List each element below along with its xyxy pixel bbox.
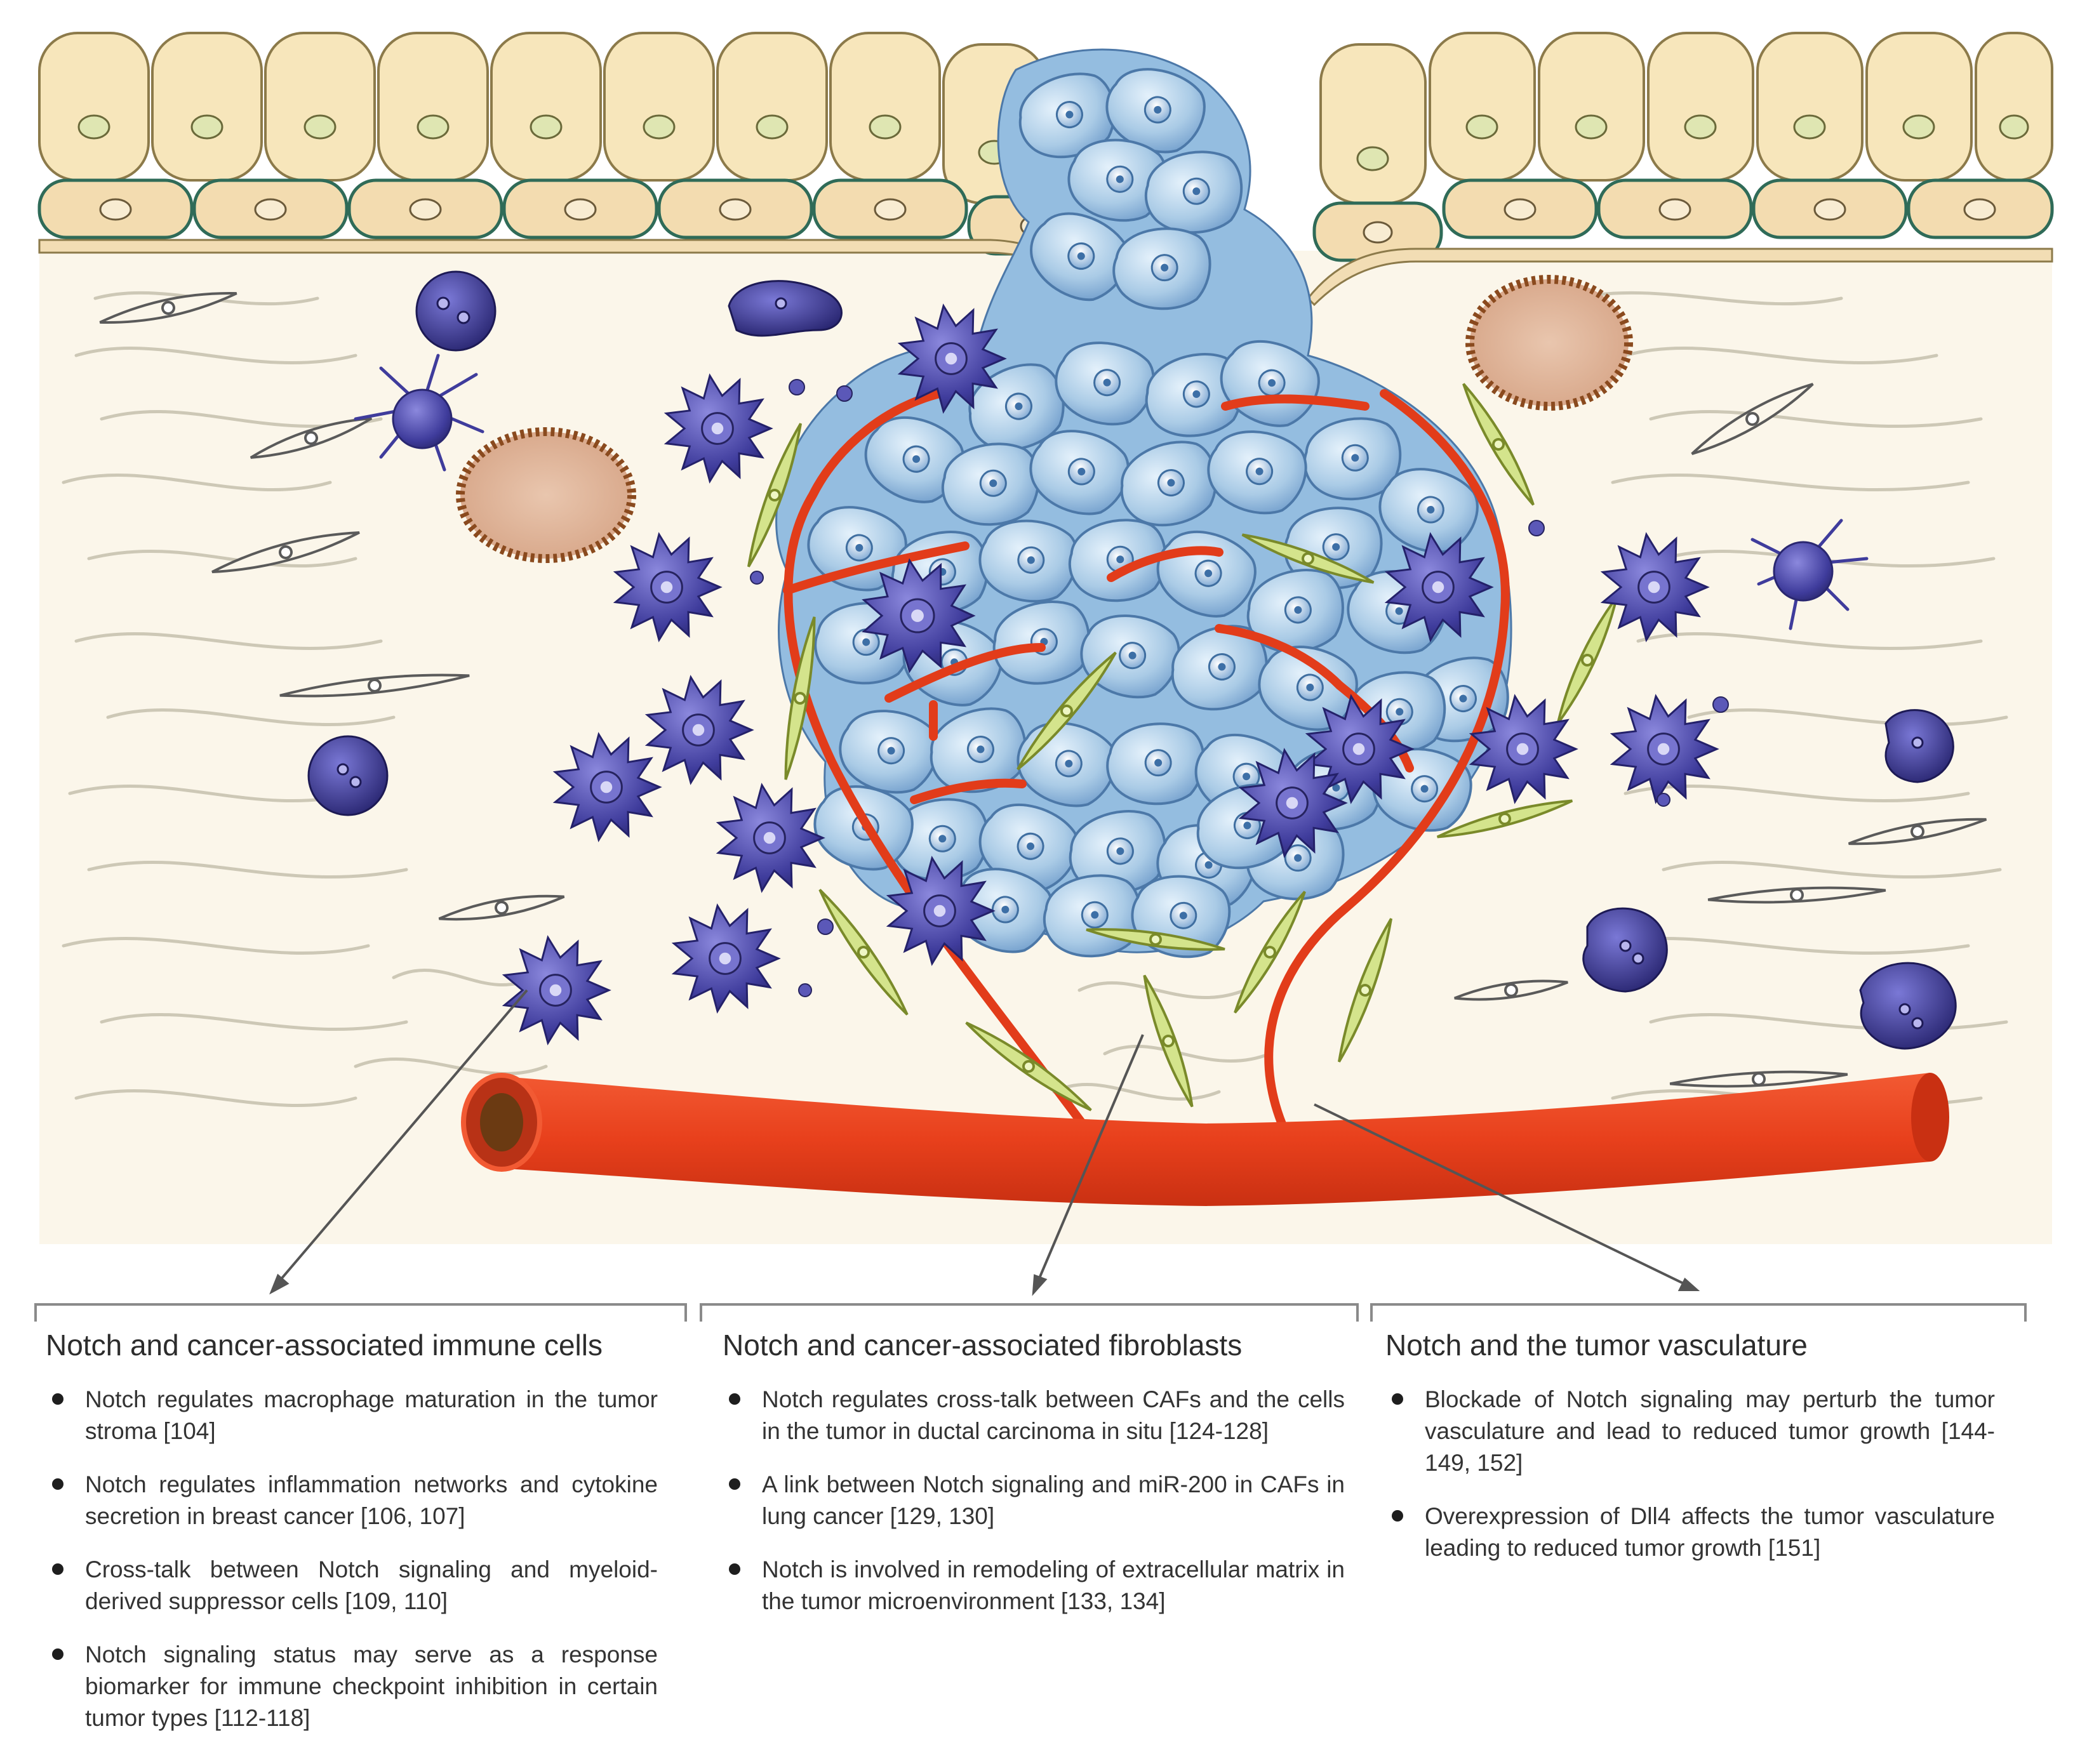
- section-brackets: [34, 1303, 2027, 1322]
- bullet-icon: [52, 1563, 63, 1575]
- panel-title: Notch and cancer-associated fibroblasts: [723, 1329, 1243, 1362]
- panel-vasculature: Notch and the tumor vasculature Blockade…: [1385, 1327, 1995, 1586]
- tumor-cell: [1080, 614, 1180, 699]
- immune-cell: [862, 558, 976, 673]
- blood-vessel: [461, 1073, 1949, 1206]
- list-item: Overexpression of Dll4 affects the tumor…: [1385, 1501, 1995, 1564]
- tumor-cell: [1207, 430, 1307, 515]
- bullet-icon: [729, 1393, 740, 1405]
- tumor-cell: [1144, 150, 1243, 234]
- duct-cross-section-left: [456, 427, 636, 563]
- immune-cell: [1600, 532, 1710, 642]
- secreted-particles: [750, 379, 1729, 997]
- tumor-cells: [807, 68, 1509, 958]
- tumor-cell: [978, 519, 1079, 603]
- immune-cell: [716, 783, 825, 893]
- tumor-cell: [1030, 212, 1130, 302]
- immune-cell: [1610, 694, 1719, 804]
- immune-cell: [644, 675, 754, 785]
- bullet-icon: [1392, 1510, 1403, 1522]
- bullet-list: Notch regulates cross-talk between CAFs …: [723, 1384, 1345, 1617]
- tumor-cell: [839, 710, 939, 794]
- bullet-icon: [729, 1478, 740, 1490]
- bullet-list: Notch regulates macrophage maturation in…: [46, 1384, 658, 1734]
- tumor-cell: [1018, 72, 1116, 159]
- immune-cell: [663, 373, 773, 484]
- immune-cell: [1238, 748, 1348, 858]
- pointer-arrows: [269, 989, 1700, 1296]
- tumor-cell: [941, 442, 1040, 526]
- tumor-cell: [1378, 468, 1479, 554]
- tumor-cell: [930, 707, 1027, 793]
- panel-title: Notch and the tumor vasculature: [1385, 1329, 1808, 1362]
- list-item: Notch regulates cross-talk between CAFs …: [723, 1384, 1345, 1447]
- tumor-cell: [1055, 342, 1155, 426]
- list-item: Notch regulates inflammation networks an…: [46, 1469, 658, 1532]
- tumor-cell: [1069, 810, 1166, 894]
- list-item: Cross-talk between Notch signaling and m…: [46, 1554, 658, 1617]
- immune-cell: [502, 935, 611, 1045]
- list-item: A link between Notch signaling and miR-2…: [723, 1469, 1345, 1532]
- bullet-icon: [52, 1478, 63, 1490]
- list-item: Notch is involved in remodeling of extra…: [723, 1554, 1345, 1617]
- duct-cross-section-right: [1465, 275, 1633, 411]
- bullet-icon: [52, 1393, 63, 1405]
- panel-fibroblasts: Notch and cancer-associated fibroblasts …: [723, 1327, 1345, 1639]
- immune-cell: [1469, 694, 1578, 804]
- tumor-cell: [1303, 417, 1402, 501]
- panel-title: Notch and cancer-associated immune cells: [46, 1329, 603, 1362]
- tumor-cell: [1112, 227, 1211, 310]
- dendritic-cells: [354, 354, 1869, 630]
- tumor-cell: [1105, 68, 1206, 154]
- immune-cells-round: [307, 270, 1957, 1050]
- bullet-list: Blockade of Notch signaling may perturb …: [1385, 1384, 1995, 1564]
- immune-cell: [886, 856, 996, 966]
- immune-cell: [1384, 532, 1494, 642]
- immune-cells-spiky: [502, 303, 1719, 1045]
- tumor-cell: [890, 798, 989, 882]
- list-item: Notch regulates macrophage maturation in…: [46, 1384, 658, 1447]
- tumor-cell: [1284, 507, 1383, 590]
- tumor-cell: [1145, 353, 1243, 437]
- tumor-cell: [978, 803, 1079, 891]
- tumor-cell: [1029, 430, 1130, 515]
- bullet-icon: [1392, 1393, 1403, 1405]
- tumor-cell: [992, 600, 1090, 685]
- immune-cell: [552, 732, 662, 842]
- immune-cell: [671, 903, 781, 1014]
- immune-cell: [613, 532, 723, 642]
- list-item: Blockade of Notch signaling may perturb …: [1385, 1384, 1995, 1479]
- tumor-cell: [864, 416, 964, 503]
- bullet-icon: [729, 1563, 740, 1575]
- cancer-associated-fibroblasts: [747, 383, 1618, 1111]
- tumor-cell: [1106, 722, 1205, 806]
- immune-cell: [897, 303, 1007, 414]
- tumor-cell: [1120, 441, 1217, 527]
- bullet-icon: [52, 1648, 63, 1660]
- fibroblasts-stroma: [99, 292, 1987, 1088]
- list-item: Notch signaling status may serve as a re…: [46, 1639, 658, 1734]
- luminal-epithelial-cells: [38, 32, 2053, 204]
- panel-immune-cells: Notch and cancer-associated immune cells…: [46, 1327, 658, 1756]
